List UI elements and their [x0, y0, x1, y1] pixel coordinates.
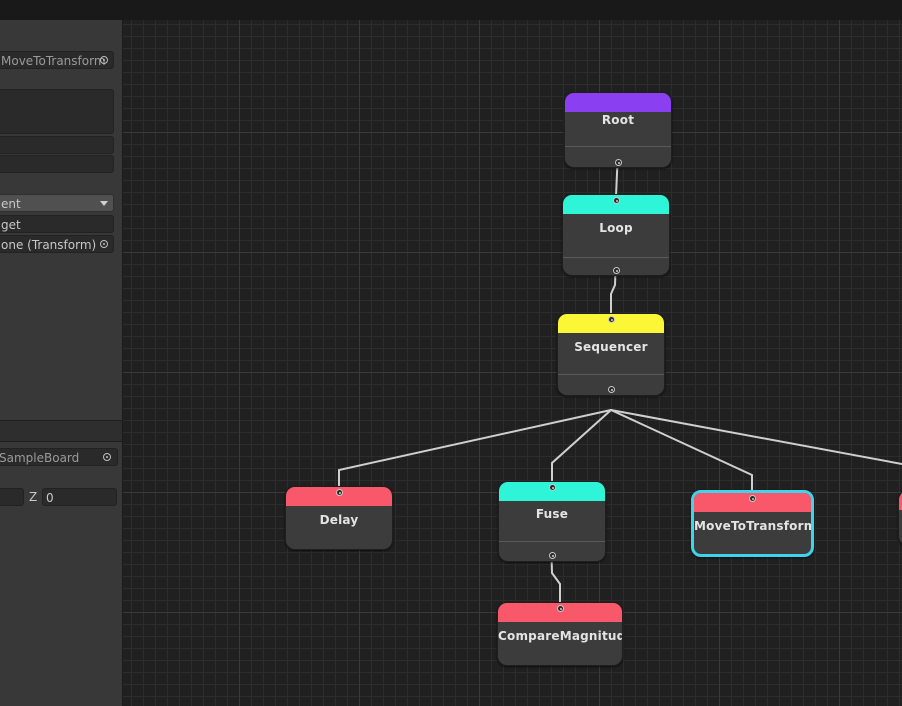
- node-delay[interactable]: Delay: [285, 486, 393, 550]
- node-compare-magnitude[interactable]: CompareMagnitude: [497, 602, 623, 666]
- node-move-to-transform-label: MoveToTransform: [694, 519, 814, 533]
- node-divider: [558, 374, 664, 375]
- target-field[interactable]: get: [0, 215, 114, 233]
- object-picker-icon[interactable]: [100, 240, 108, 248]
- inspector-panel: MoveToTransform ent get one (Transform) …: [0, 20, 123, 706]
- edge-loop-sequencer: [610, 269, 617, 316]
- target-field-value: get: [1, 218, 21, 232]
- z-label: Z: [29, 490, 38, 504]
- node-root-header: [565, 93, 671, 112]
- edge-sequencer-move: [610, 409, 753, 492]
- text-field-1[interactable]: [0, 136, 114, 154]
- node-loop-output-port[interactable]: [613, 267, 620, 274]
- transform-object-field[interactable]: one (Transform): [0, 235, 114, 253]
- graph-edges: [338, 161, 902, 605]
- edge-sequencer-fuse: [551, 409, 612, 483]
- node-sequencer[interactable]: Sequencer: [557, 313, 665, 396]
- graph-canvas[interactable]: Root Loop Sequencer Delay Fuse MoveToTra…: [123, 20, 902, 706]
- edge-sequencer-offscreen: [610, 409, 902, 465]
- node-sequencer-label: Sequencer: [574, 340, 648, 354]
- transform-field-value: one (Transform): [1, 238, 97, 252]
- node-fuse-label: Fuse: [535, 507, 569, 521]
- text-field-2[interactable]: [0, 155, 114, 173]
- node-offscreen[interactable]: [898, 490, 902, 546]
- node-sequencer-header: [558, 314, 664, 333]
- mode-dropdown-value: ent: [1, 197, 21, 211]
- node-loop-header: [563, 195, 669, 214]
- node-delay-label: Delay: [319, 513, 359, 527]
- node-sequencer-input-port[interactable]: [608, 316, 615, 323]
- task-object-field[interactable]: MoveToTransform: [0, 51, 114, 69]
- node-loop-input-port[interactable]: [613, 197, 620, 204]
- description-text-area[interactable]: [0, 89, 114, 134]
- node-divider: [563, 257, 669, 258]
- node-fuse[interactable]: Fuse: [498, 481, 606, 562]
- node-fuse-input-port[interactable]: [549, 484, 556, 491]
- node-compare-magnitude-label: CompareMagnitude: [498, 629, 623, 643]
- node-delay-input-port[interactable]: [336, 489, 343, 496]
- edge-sequencer-delay: [338, 409, 612, 488]
- node-divider: [499, 541, 605, 542]
- node-sequencer-output-port[interactable]: [608, 386, 615, 393]
- node-loop[interactable]: Loop: [562, 194, 670, 276]
- task-object-value: MoveToTransform: [1, 54, 106, 68]
- y-input[interactable]: [0, 488, 24, 506]
- node-move-to-transform-header: [694, 493, 811, 512]
- mode-dropdown[interactable]: ent: [0, 194, 114, 212]
- object-picker-icon[interactable]: [103, 453, 111, 461]
- node-compare-magnitude-header: [498, 603, 622, 622]
- object-picker-icon[interactable]: [100, 56, 108, 64]
- node-fuse-output-port[interactable]: [549, 552, 556, 559]
- window-title-bar: [0, 0, 902, 20]
- node-root[interactable]: Root: [564, 92, 672, 168]
- node-divider: [565, 146, 671, 147]
- node-fuse-header: [499, 482, 605, 501]
- node-loop-label: Loop: [599, 221, 633, 235]
- board-object-field[interactable]: SampleBoard: [0, 448, 118, 466]
- z-input[interactable]: 0: [42, 488, 117, 506]
- node-compare-magnitude-input-port[interactable]: [557, 605, 564, 612]
- node-delay-header: [286, 487, 392, 506]
- chevron-down-icon: [100, 201, 108, 206]
- node-offscreen-header: [899, 491, 902, 510]
- node-move-to-transform-input-port[interactable]: [749, 495, 756, 502]
- node-root-label: Root: [601, 113, 635, 127]
- section-header: [0, 420, 122, 442]
- z-input-value: 0: [46, 491, 54, 505]
- node-move-to-transform[interactable]: MoveToTransform: [691, 490, 814, 557]
- edge-fuse-compare: [550, 555, 561, 605]
- node-root-output-port[interactable]: [615, 159, 622, 166]
- board-field-value: SampleBoard: [0, 451, 80, 465]
